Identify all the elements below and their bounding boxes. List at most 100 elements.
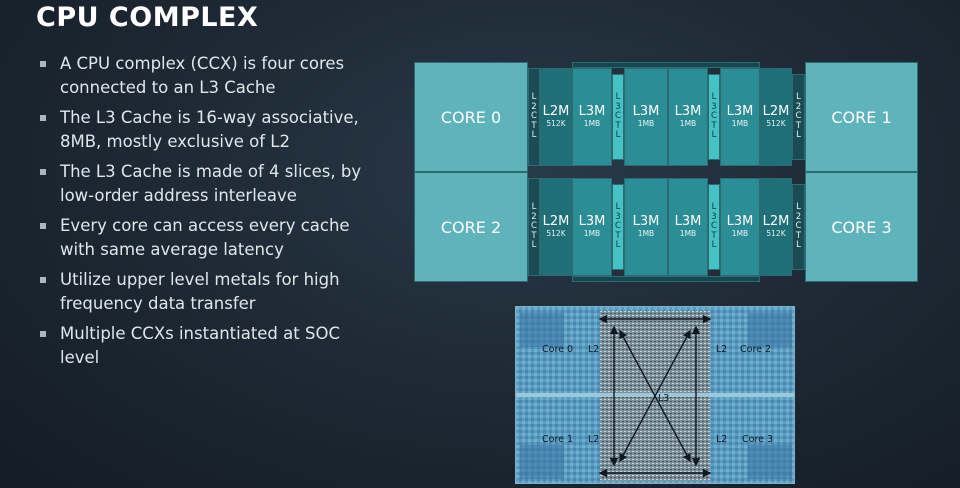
- bullet-square-icon: [40, 115, 46, 121]
- bullet-square-icon: [40, 223, 46, 229]
- bullet-square-icon: [40, 61, 46, 67]
- l3m-slice-size: 1MB: [583, 119, 601, 128]
- ctl-letter: 2: [531, 211, 537, 222]
- bullet-text: The L3 Cache is 16-way associative, 8MB,…: [60, 108, 359, 151]
- ctl-letter: 3: [711, 101, 717, 112]
- top-interconnect-bar: [572, 62, 760, 68]
- l2m-block-name: L2M: [762, 214, 790, 229]
- l3m-slice-size: 1MB: [679, 229, 697, 238]
- die-l3-label: L3: [658, 393, 670, 404]
- ctl-letter: T: [531, 120, 537, 131]
- ctl-letter: L: [615, 202, 621, 213]
- ctl-letter: 2: [531, 101, 537, 112]
- ctl-letter: L: [615, 240, 621, 251]
- die-core-label: Core 0: [542, 344, 574, 355]
- ctl-letter: L: [711, 92, 717, 103]
- die-l2-label: L2: [716, 434, 728, 445]
- bullet-item: Multiple CCXs instantiated at SOC level: [38, 322, 383, 370]
- l2m-block-size: 512K: [546, 119, 566, 128]
- bullet-item: Utilize upper level metals for high freq…: [38, 268, 383, 316]
- core-block: CORE 2: [414, 172, 528, 282]
- die-photo-graphic: [516, 307, 794, 483]
- l3m-slice-size: 1MB: [637, 229, 655, 238]
- bullet-text: Utilize upper level metals for high freq…: [60, 270, 340, 313]
- die-core-label: Core 3: [742, 434, 774, 445]
- l3m-slice-name: L3M: [674, 214, 702, 229]
- ctl-letter: L: [711, 240, 717, 251]
- l3m-slice-name: L3M: [674, 104, 702, 119]
- bullet-item: The L3 Cache is made of 4 slices, by low…: [38, 160, 383, 208]
- bullet-item: Every core can access every cache with s…: [38, 214, 383, 262]
- ctl-letter: L: [796, 130, 801, 141]
- ctl-letter: L: [796, 92, 801, 103]
- l3m-slice-size: 1MB: [731, 119, 749, 128]
- ctl-letter: L: [796, 240, 801, 251]
- bullet-text: Multiple CCXs instantiated at SOC level: [60, 324, 340, 367]
- ctl-letter: C: [795, 221, 802, 232]
- bullet-text: Every core can access every cache with s…: [60, 216, 350, 259]
- bullet-square-icon: [40, 277, 46, 283]
- ctl-letter: T: [711, 120, 717, 131]
- l3m-slice-name: L3M: [726, 214, 754, 229]
- core-block: CORE 0: [414, 62, 528, 172]
- l3m-slice-size: 1MB: [637, 119, 655, 128]
- ctl-letter: L: [615, 130, 621, 141]
- ctl-letter: L: [531, 202, 537, 213]
- ctl-letter: L: [615, 92, 621, 103]
- l2m-block-size: 512K: [766, 119, 786, 128]
- ctl-letter: L: [531, 130, 537, 141]
- l2m-block-size: 512K: [546, 229, 566, 238]
- die-photo: Core 0 Core 2 Core 1 Core 3 L2 L2 L2 L2 …: [515, 306, 795, 484]
- die-core-label: Core 2: [740, 344, 772, 355]
- bottom-interconnect-bar: [572, 276, 760, 282]
- ctl-letter: C: [711, 111, 717, 122]
- bullet-text: The L3 Cache is made of 4 slices, by low…: [60, 162, 362, 205]
- l3m-slice-name: L3M: [578, 104, 606, 119]
- ctl-letter: T: [795, 120, 802, 131]
- l2m-block-name: L2M: [542, 104, 570, 119]
- ctl-letter: T: [531, 230, 537, 241]
- ctl-letter: T: [711, 230, 717, 241]
- core-block: CORE 1: [805, 62, 918, 172]
- ctl-letter: C: [615, 221, 621, 232]
- l3m-slice-name: L3M: [632, 104, 660, 119]
- ctl-letter: 3: [615, 101, 621, 112]
- ctl-letter: T: [615, 230, 621, 241]
- l3m-slice-name: L3M: [578, 214, 606, 229]
- l2m-block-name: L2M: [542, 214, 570, 229]
- ctl-letter: T: [795, 230, 802, 241]
- ctl-letter: C: [711, 221, 717, 232]
- core-block: CORE 3: [805, 172, 918, 282]
- ctl-letter: C: [531, 111, 537, 122]
- die-l2-label: L2: [716, 344, 728, 355]
- ctl-letter: L: [531, 92, 537, 103]
- bullet-text: A CPU complex (CCX) is four cores connec…: [60, 54, 345, 97]
- slide-title: CPU COMPLEX: [36, 2, 259, 33]
